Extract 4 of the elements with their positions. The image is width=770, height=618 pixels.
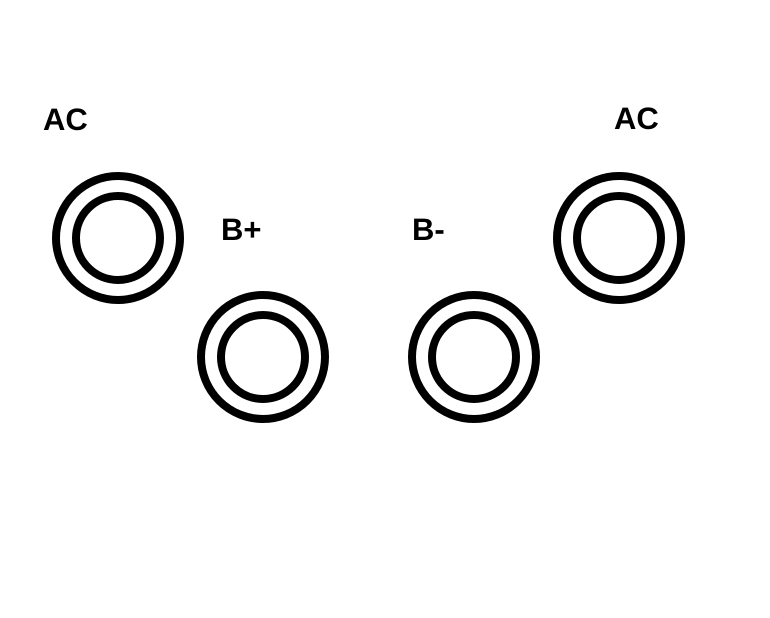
terminal-label: AC (614, 102, 659, 136)
terminal-label: AC (43, 103, 88, 137)
terminal-label: B- (412, 213, 445, 247)
terminal-label: B+ (221, 213, 262, 247)
